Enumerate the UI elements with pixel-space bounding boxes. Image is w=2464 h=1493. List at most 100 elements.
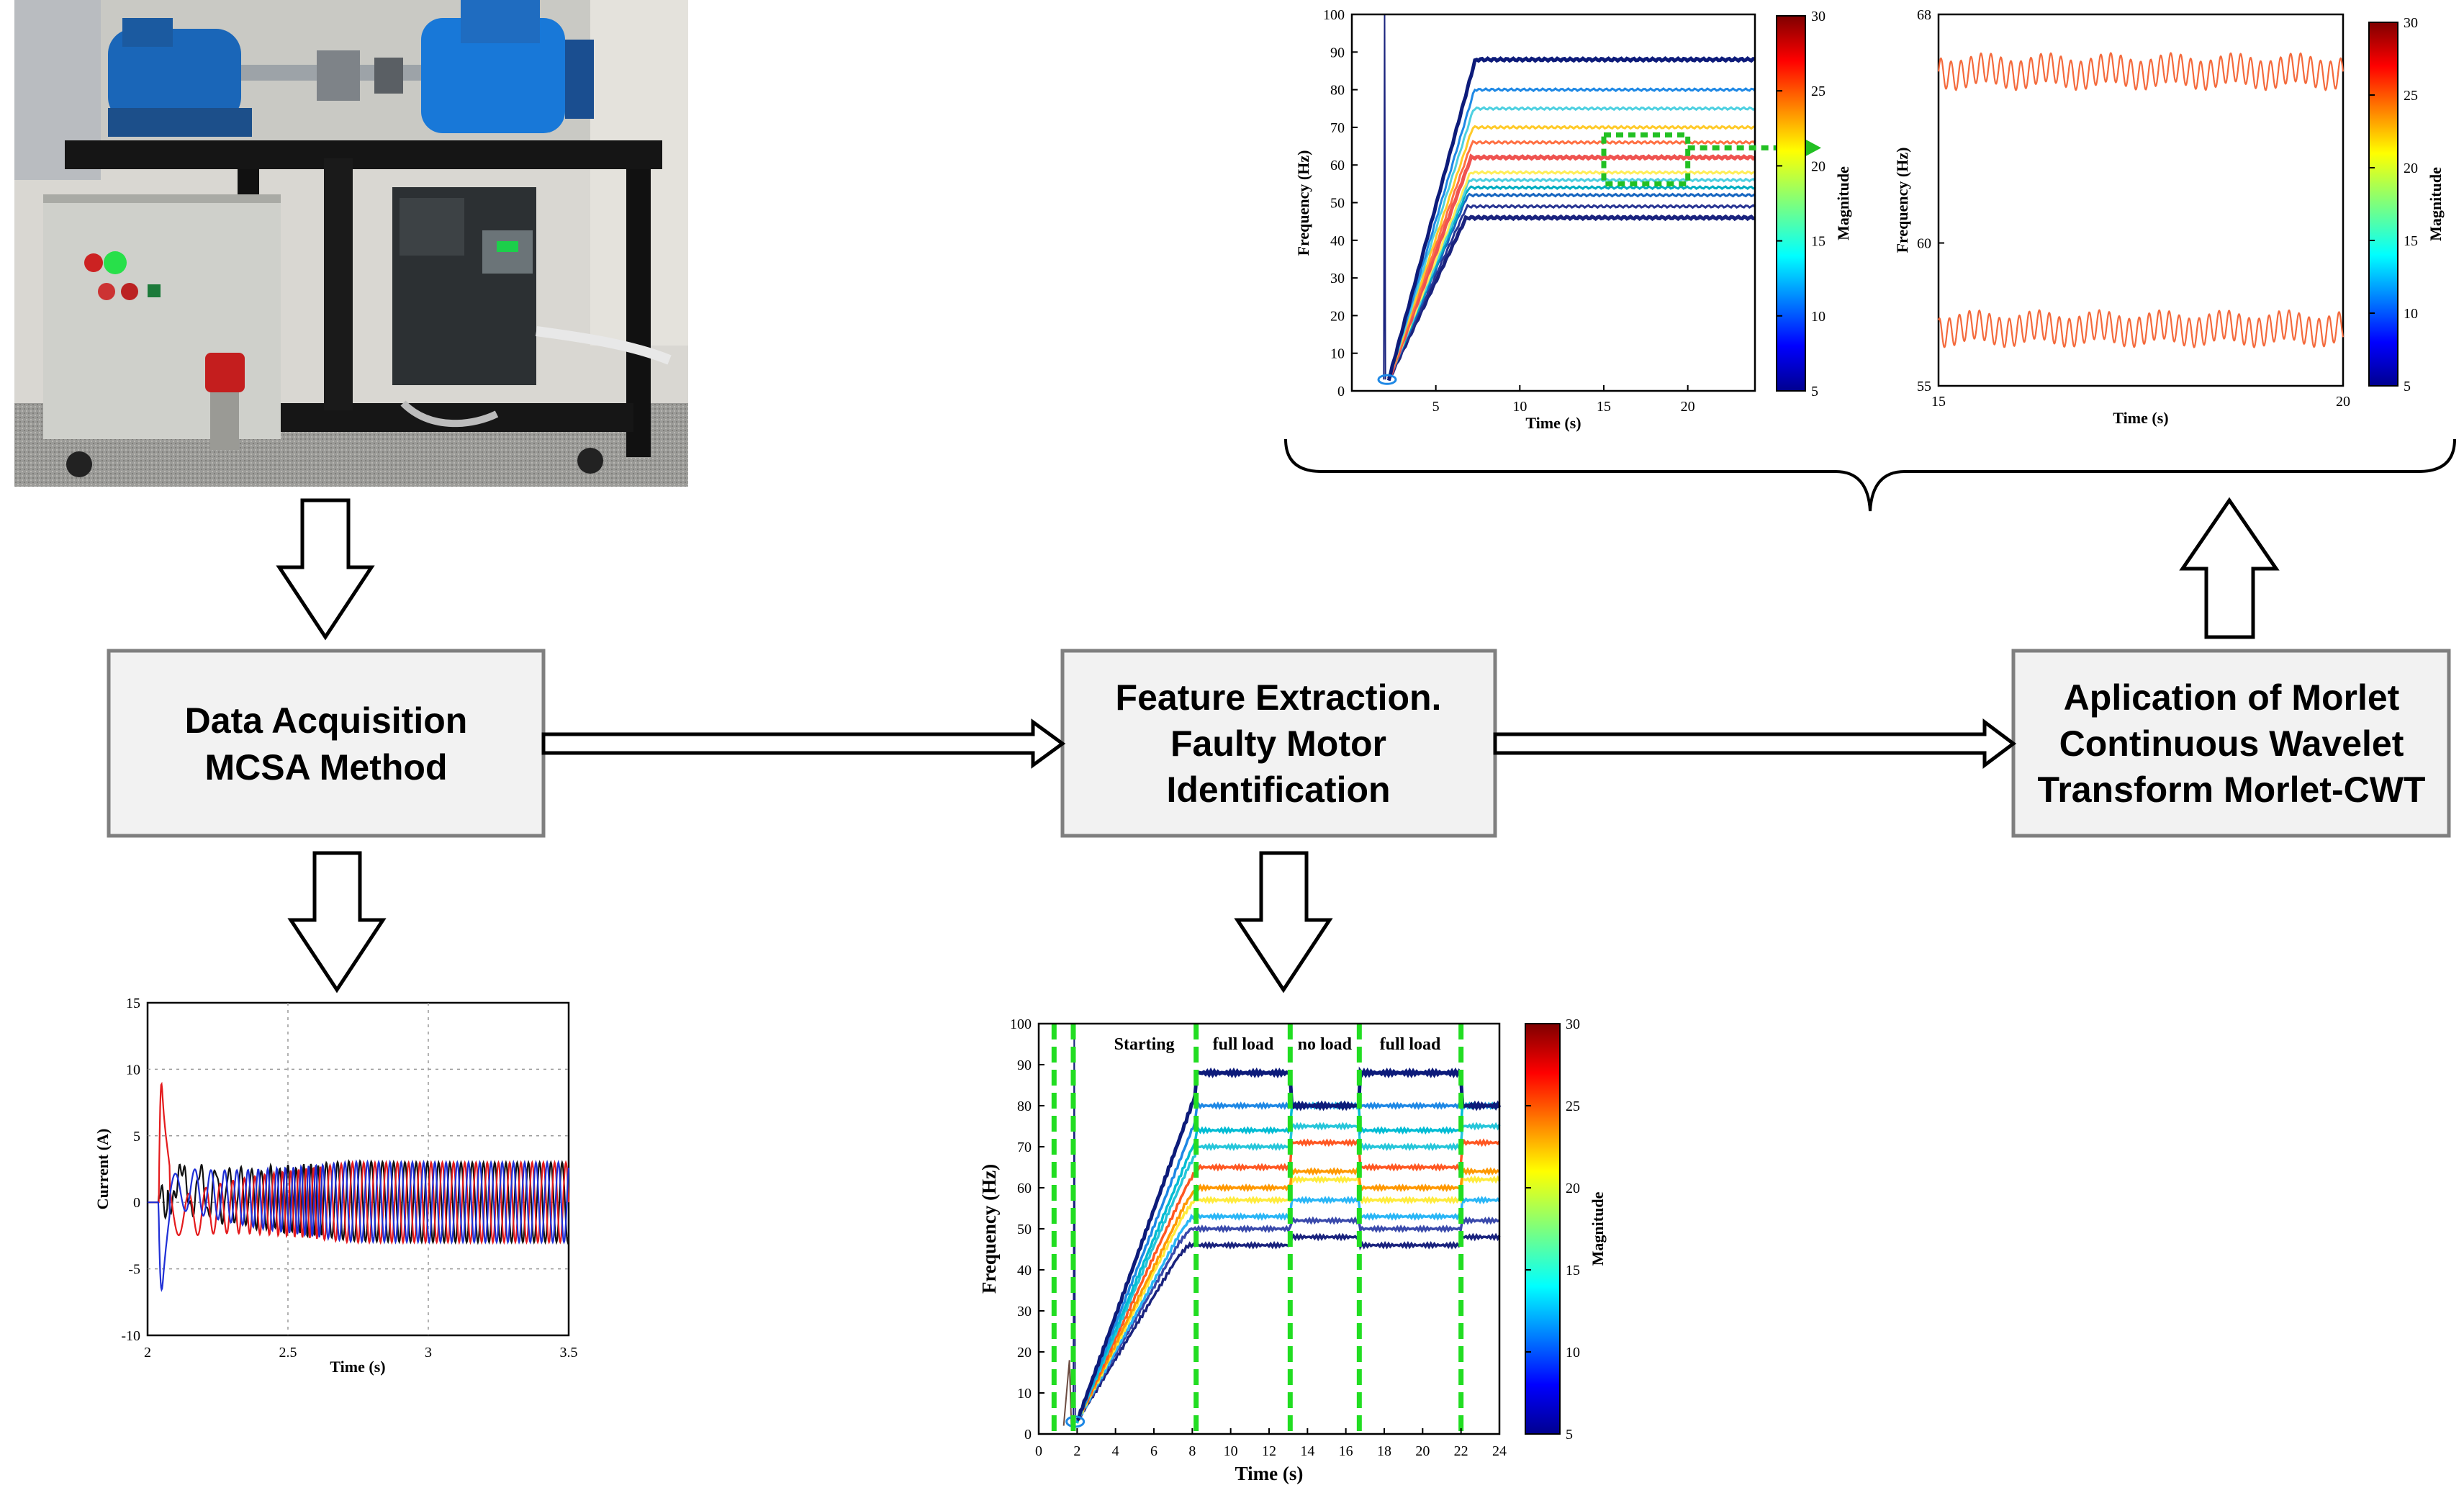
cwt-steady-ytick: 30 [1330, 271, 1345, 287]
cwt-steady-ytick: 50 [1330, 196, 1345, 212]
cwt-steady-band [1387, 87, 1756, 381]
cwt-full-xlabel: Time (s) [1235, 1463, 1304, 1484]
cwt-full-ytick: 60 [1017, 1181, 1032, 1196]
cwt-zoom-colorbar-label: Magnitude [2427, 167, 2445, 241]
cwt-full-xtick: 18 [1377, 1443, 1391, 1459]
current-ytick: 0 [133, 1195, 140, 1211]
cwt-full-band [1075, 1099, 1501, 1423]
box-morlet-cwt-line2: Continuous Wavelet [2059, 723, 2404, 764]
arrow-right-acquisition-to-feature [541, 718, 1066, 769]
cwt-steady-colorbar-label: Magnitude [1834, 166, 1852, 240]
cwt-zoom-ytick: 68 [1917, 7, 1931, 23]
cwt-zoom-line-2 [1937, 309, 2345, 348]
cwt-full-ytick: 10 [1017, 1386, 1032, 1402]
cwt-full-ylabel: Frequency (Hz) [978, 1164, 1000, 1294]
cwt-steady-band [1387, 106, 1756, 379]
cwt-full-xtick: 4 [1112, 1443, 1119, 1459]
current-ytick: -10 [121, 1328, 140, 1344]
cwt-full-xtick: 14 [1300, 1443, 1314, 1459]
cwt-full-ytick: 30 [1017, 1304, 1032, 1320]
cwt-full-xtick: 0 [1035, 1443, 1042, 1459]
current-xtick: 3.5 [560, 1345, 578, 1361]
cwt-full-ytick: 50 [1017, 1222, 1032, 1237]
cwt-full-colorbar-tick: 10 [1566, 1345, 1580, 1361]
current-phase-a-line [148, 1081, 570, 1245]
cwt-steady-ylabel: Frequency (Hz) [1294, 150, 1312, 256]
cwt-steady-ytick: 0 [1337, 384, 1345, 400]
cwt-full-ytick: 0 [1024, 1427, 1032, 1443]
cwt-steady-spike [1383, 14, 1386, 380]
segment-label-no-load: no load [1298, 1035, 1353, 1054]
box-feature-extraction-line2: Faulty Motor [1170, 723, 1386, 764]
current-xtick: 2 [144, 1345, 151, 1361]
cwt-full-band [1075, 1215, 1500, 1423]
cwt-zoom-series [1937, 52, 2345, 348]
cwt-full-xtick: 20 [1415, 1443, 1430, 1459]
cwt-zoom-colorbar-tick: 20 [2404, 161, 2418, 176]
box-data-acquisition-line2: MCSA Method [205, 747, 448, 788]
current-ytick: 10 [126, 1062, 140, 1078]
cwt-full-xtick: 22 [1454, 1443, 1468, 1459]
cwt-steady-band [1387, 203, 1756, 382]
cwt-zoom-colorbar-gradient [2368, 22, 2398, 387]
segment-label-full-load-1: full load [1213, 1035, 1274, 1054]
cwt-steady-ytick: 90 [1330, 45, 1345, 60]
cwt-zoom-ytick: 55 [1917, 379, 1931, 394]
cwt-zoom-xtick: 15 [1931, 394, 1946, 410]
cwt-zoom-colorbar-tick: 25 [2404, 88, 2418, 104]
cwt-steady-xtick: 10 [1512, 399, 1527, 415]
cwt-steady-colorbar-tick: 20 [1811, 158, 1826, 174]
current-xlabel: Time (s) [330, 1358, 385, 1376]
box-morlet-cwt: Aplication of Morlet Continuous Wavelet … [2011, 649, 2451, 838]
cwt-steady-colorbar-tick: 30 [1811, 9, 1826, 24]
cwt-full-colorbar-gradient [1525, 1023, 1561, 1435]
cwt-steady-colorbar-tick: 10 [1811, 309, 1826, 325]
arrow-right-feature-to-cwt [1493, 718, 2017, 769]
box-feature-extraction: Feature Extraction. Faulty Motor Identif… [1060, 649, 1497, 838]
cwt-steady-band [1387, 177, 1756, 381]
cwt-full-colorbar-tick: 20 [1566, 1181, 1580, 1196]
cwt-zoom-plot-frame [1937, 13, 2345, 387]
current-ytick: 5 [133, 1129, 140, 1145]
cwt-steady-band [1386, 56, 1755, 382]
zoom-window-box [1601, 132, 1691, 186]
arrow-down-photo-to-acquisition [276, 498, 375, 641]
cwt-steady-band [1387, 185, 1756, 379]
cwt-steady-band [1387, 125, 1756, 381]
cwt-full-xtick: 12 [1262, 1443, 1276, 1459]
cwt-full-ytick: 20 [1017, 1345, 1032, 1361]
cwt-steady-ytick: 80 [1330, 83, 1345, 99]
cwt-steady-colorbar-tick: 5 [1811, 384, 1818, 400]
current-ytick: -5 [128, 1262, 140, 1278]
cwt-full-ytick: 80 [1017, 1099, 1032, 1114]
cwt-zoom-ylabel: Frequency (Hz) [1893, 148, 1911, 253]
cwt-steady-xtick: 15 [1597, 399, 1611, 415]
cwt-full-colorbar-tick: 25 [1566, 1099, 1580, 1114]
top-brace [1284, 438, 2456, 512]
cwt-zoom-line-1 [1937, 52, 2345, 91]
segment-label-full-load-2: full load [1380, 1035, 1441, 1054]
current-phase-b-line [148, 1159, 570, 1292]
cwt-steady-xlabel: Time (s) [1525, 414, 1581, 432]
cwt-zoom-colorbar-tick: 15 [2404, 233, 2418, 249]
cwt-steady-ytick: 60 [1330, 158, 1345, 173]
cwt-steady-start-blob [1377, 374, 1397, 385]
cwt-full-ytick: 70 [1017, 1140, 1032, 1155]
cwt-steady-ytick: 70 [1330, 120, 1345, 136]
cwt-zoom-xtick: 20 [2336, 394, 2350, 410]
cwt-full-xtick: 10 [1224, 1443, 1238, 1459]
box-morlet-cwt-line3: Transform Morlet-CWT [2038, 770, 2426, 810]
test-bench-photo [14, 0, 688, 487]
box-feature-extraction-line1: Feature Extraction. [1116, 677, 1442, 718]
cwt-full-colorbar-label: Magnitude [1589, 1191, 1607, 1266]
cwt-steady-band [1387, 214, 1755, 380]
cwt-full-xtick: 16 [1339, 1443, 1353, 1459]
cwt-full-colorbar-tick: 5 [1566, 1427, 1573, 1443]
cwt-steady-xtick: 20 [1681, 399, 1695, 415]
cwt-steady-bands [1377, 14, 1756, 385]
box-morlet-cwt-line1: Aplication of Morlet [2064, 677, 2400, 718]
zoom-arrow-head [1802, 137, 1821, 158]
